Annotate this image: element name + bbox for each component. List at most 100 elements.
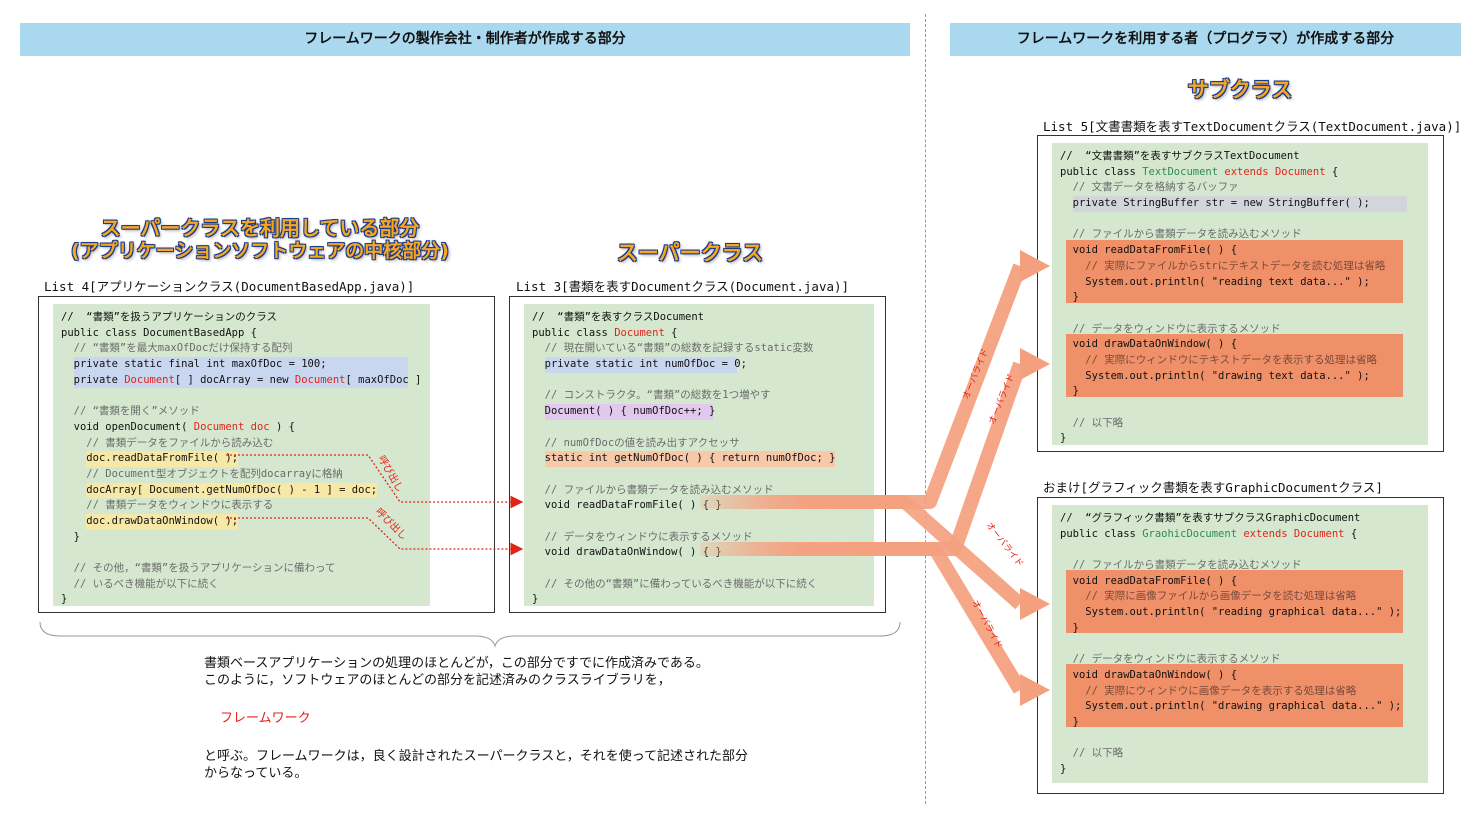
description: 書類ベースアプリケーションの処理のほとんどが，この部分ですでに作成済みである。 … xyxy=(204,655,748,782)
code-line: void readDataFromFile( ) { xyxy=(1060,574,1420,590)
code-comment: // 実際に画像ファイルから画像データを読む処理は省略 xyxy=(1060,589,1420,605)
code-comment: // いるべき機能が以下に続く xyxy=(61,577,219,590)
code-span: public class xyxy=(532,326,615,339)
code-comment: // “書類を開く”メソッド xyxy=(61,405,200,418)
code-span: private StringBuffer str = new StringBuf… xyxy=(1072,196,1407,212)
code-span: { xyxy=(1325,165,1339,178)
code-span: // 書類データをファイルから読み込む xyxy=(73,436,274,449)
code-span: void drawDataOnWindow( ) { xyxy=(1072,668,1238,681)
arrow-head xyxy=(1020,250,1050,282)
description-line: からなっている。 xyxy=(204,766,308,781)
description-line: と呼ぶ。フレームワークは，良く設計されたスーパークラスと，それを使って記述された… xyxy=(204,749,749,764)
code-comment: // その他，“書類”を扱うアプリケーションに備わって xyxy=(61,562,336,574)
code-span: Document xyxy=(294,373,346,386)
graphic-draw-override xyxy=(1066,664,1403,727)
code-line: void drawDataOnWindow( ) { xyxy=(1060,337,1420,353)
code-comment: // 書類データをファイルから読み込む xyxy=(61,436,422,452)
code-line: } xyxy=(61,593,68,606)
code-span: void readDataFromFile( ) { xyxy=(1072,574,1238,587)
code-blank xyxy=(1060,637,1420,653)
code-span: [ maxOfDoc ]; xyxy=(345,373,423,386)
divider xyxy=(925,14,926,804)
code-line: public class DocumentBasedApp { xyxy=(61,326,257,339)
code-line: public class Document { xyxy=(532,326,866,342)
code-line: docArray[ Document.getNumOfDoc( ) - 1 ] … xyxy=(61,482,422,499)
code-line: } xyxy=(532,593,539,606)
code-span: Document xyxy=(1293,527,1345,540)
graphic-code-bg xyxy=(1052,505,1428,783)
code-span: Document xyxy=(1274,165,1326,178)
code-line: static int getNumOfDoc( ) { return numOf… xyxy=(532,451,866,467)
code-line: } xyxy=(1060,715,1420,731)
code-line: private Document[ ] docArray = new Docum… xyxy=(61,372,423,389)
code-line: private StringBuffer str = new StringBuf… xyxy=(1060,196,1420,212)
code-span: TextDocument xyxy=(1142,165,1219,178)
text-document-code: // “文書書類”を表すサブクラスTextDocument public cla… xyxy=(1052,143,1428,445)
code-blank xyxy=(1060,542,1420,558)
code-span: public class xyxy=(1060,527,1143,540)
override-arrow-graphic-draw xyxy=(700,542,1026,694)
code-span: ) { xyxy=(269,420,295,433)
code-comment: // 実際にファイルからstrにテキストデータを読む処理は省略 xyxy=(1060,259,1420,275)
code-span: Document xyxy=(124,373,175,386)
code-span: // Document型オブジェクトを配列docarrayに格納 xyxy=(73,467,343,480)
code-line: void readDataFromFile( ) { xyxy=(1060,243,1420,259)
code-span: void drawDataOnWindow( ) { xyxy=(1072,338,1238,351)
code-span: void readDataFromFile( ) { xyxy=(1072,244,1238,257)
code-comment: // 書類データをウィンドウに表示する xyxy=(61,498,422,514)
list3-label: List 3[書類を表すDocumentクラス(Document.java)] xyxy=(516,279,850,294)
call-label: 呼び出し xyxy=(373,505,410,542)
code-span: } xyxy=(1072,621,1079,634)
code-span: extends xyxy=(1218,165,1275,178)
code-span: } xyxy=(1072,291,1079,304)
code-comment: // 実際にウィンドウに画像データを表示する処理は省略 xyxy=(1060,684,1420,700)
code-span: [ ] docArray = new xyxy=(174,373,295,386)
code-span: private static int numOfDoc = 0; xyxy=(544,357,747,373)
text-draw-override xyxy=(1066,334,1403,397)
code-span: public class xyxy=(1060,165,1143,178)
code-span: // 実際にウィンドウにテキストデータを表示する処理は省略 xyxy=(1072,353,1377,366)
code-span: void openDocument( xyxy=(73,420,194,433)
code-span: private static final int maxOfDoc = 100; xyxy=(73,357,408,373)
title-subclass: サブクラス xyxy=(1187,78,1293,102)
code-line: void drawDataOnWindow( ) { xyxy=(1060,668,1420,684)
graphic-document-code: // “グラフィック書類”を表すサブクラスGraphicDocument pub… xyxy=(1052,505,1428,783)
code-line: void openDocument( Document doc ) { xyxy=(61,420,422,436)
code-span: static int getNumOfDoc( ) { return numOf… xyxy=(544,451,836,467)
code-span: doc.drawDataOnWindow( ); xyxy=(86,513,239,530)
bonus-label: おまけ[グラフィック書類を表すGraphicDocumentクラス] xyxy=(1043,480,1383,495)
code-span: // 書類データをウィンドウに表示する xyxy=(73,499,274,512)
brace xyxy=(39,621,901,648)
code-blank xyxy=(1060,306,1420,322)
code-span: extends xyxy=(1237,527,1294,540)
override-label: オーバライド xyxy=(984,520,1026,569)
code-line: System.out.println( "reading graphical d… xyxy=(1060,605,1420,621)
code-comment: // 以下略 xyxy=(1060,747,1124,760)
code-blank xyxy=(1060,212,1420,228)
code-comment: // データをウィンドウに表示するメソッド xyxy=(1060,322,1281,335)
call-arrow-draw xyxy=(226,517,524,556)
code-line: } xyxy=(1060,432,1067,445)
code-span: private xyxy=(73,373,125,386)
code-comment: // 文書データを格納するバッファ xyxy=(1060,181,1239,194)
code-line: private static final int maxOfDoc = 100; xyxy=(61,357,422,373)
code-span: System.out.println( "drawing text data..… xyxy=(1072,369,1370,382)
code-comment: // 実際にウィンドウにテキストデータを表示する処理は省略 xyxy=(1060,353,1420,369)
call-arrow-read xyxy=(226,454,524,509)
code-line: } xyxy=(1060,290,1420,306)
code-blank xyxy=(1060,400,1420,416)
code-comment: // データをウィンドウに表示するメソッド xyxy=(532,530,753,543)
framework-term: フレームワーク xyxy=(220,711,311,726)
code-line: public class GraohicDocument extends Doc… xyxy=(1060,527,1420,543)
code-span: System.out.println( "reading graphical d… xyxy=(1072,606,1402,619)
code-line: System.out.println( "reading text data..… xyxy=(1060,275,1420,291)
code-comment: // コンストラクタ。“書類”の総数を1つ増やす xyxy=(532,389,771,402)
arrow-head xyxy=(1020,348,1050,380)
code-comment: // データをウィンドウに表示するメソッド xyxy=(1060,653,1281,666)
code-span: GraohicDocument xyxy=(1142,527,1238,540)
code-span: Document doc xyxy=(193,420,270,433)
document-code: // “書類”を表すクラスDocument public class Docum… xyxy=(524,304,874,606)
list5-label: List 5[文書書類を表すTextDocumentクラス(TextDocume… xyxy=(1043,119,1462,134)
code-comment: // ファイルから書類データを読み込むメソッド xyxy=(1060,228,1302,241)
